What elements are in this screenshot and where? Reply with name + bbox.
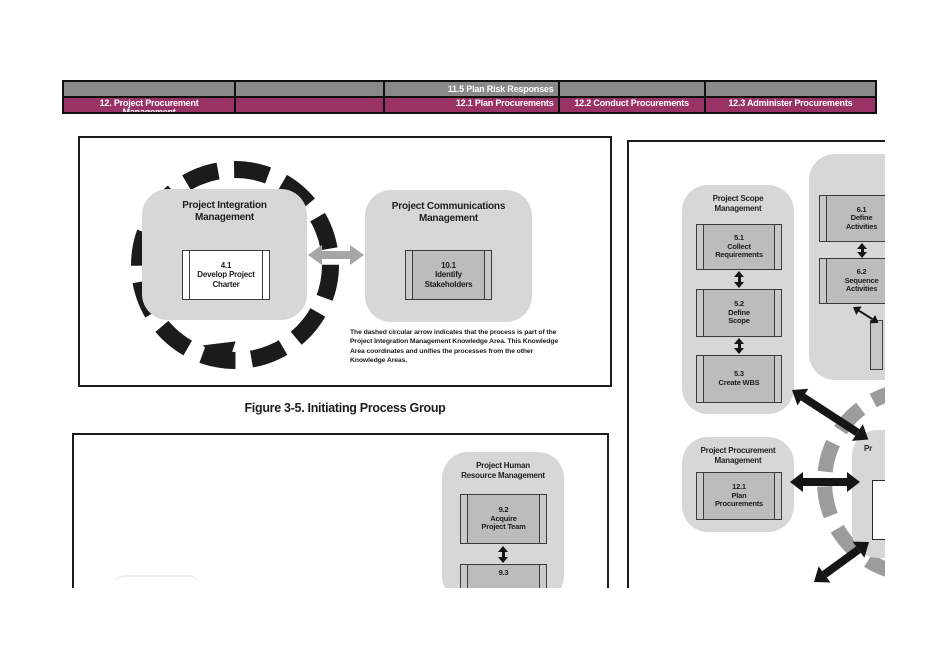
process-name-line: Acquire: [490, 513, 517, 523]
figure-planning-left-box: Project Human Resource Management 9.2 Ac…: [72, 433, 609, 588]
process-name-line: Define: [850, 213, 873, 223]
figure-initiating-box: Project Integration Management 4.1 Devel…: [78, 136, 612, 387]
process-box-10-1: 10.1 Identify Stakeholders: [405, 250, 492, 300]
process-number: 10.1: [441, 260, 456, 270]
group-title: Project Procurement Management: [682, 446, 794, 465]
table-row: 12. Project Procurement Management 12.1 …: [64, 96, 875, 112]
process-number: 6.1: [856, 204, 867, 214]
process-number: 5.3: [734, 369, 744, 379]
process-name-line: Stakeholders: [424, 279, 473, 289]
process-name-line: Sequence: [844, 275, 879, 285]
note-line: Knowledge Areas.: [350, 356, 408, 364]
double-arrow-vertical-icon: [734, 338, 744, 354]
note-line: Project Integration Management Knowledge…: [350, 338, 559, 346]
group-title-line: Project Scope: [712, 194, 764, 203]
table-cell: 11.5 Plan Risk Responses: [383, 82, 557, 96]
process-table: 11.5 Plan Risk Responses 12. Project Pro…: [62, 80, 877, 114]
integration-group: Project Integration Management 4.1 Devel…: [142, 189, 307, 320]
table-cell: [234, 82, 383, 96]
group-title-line: Project Procurement: [700, 446, 776, 455]
process-number: 9.3: [498, 568, 509, 577]
process-name-line: Project Team: [481, 522, 526, 532]
cropped-group-edge: [115, 575, 199, 588]
table-cell: 12.2 Conduct Procurements: [557, 98, 704, 112]
cropped-process-box: [870, 320, 883, 370]
double-arrow-icon: [308, 245, 364, 265]
process-name-line: Identify: [435, 270, 462, 280]
process-box-6-2: 6.2 Sequence Activities: [819, 258, 885, 304]
table-row: 11.5 Plan Risk Responses: [64, 82, 875, 96]
process-name-line: Activities: [845, 221, 878, 231]
process-name-line: Activities: [845, 284, 878, 294]
figure-caption: Figure 3-5. Initiating Process Group: [244, 401, 446, 415]
double-arrow-vertical-icon: [498, 546, 508, 563]
table-cell: [64, 82, 234, 96]
table-cell: 12.1 Plan Procurements: [383, 98, 557, 112]
group-title: Project Integration Management: [142, 200, 307, 224]
group-title-line: Resource Management: [461, 470, 545, 480]
process-box-6-1: 6.1 Define Activities: [819, 195, 885, 242]
cropped-central-process-box: [872, 480, 885, 540]
process-box-9-3: 9.3: [460, 564, 547, 588]
group-title-line: Management: [714, 455, 762, 465]
double-arrow-vertical-icon: [734, 271, 744, 288]
group-title-line: Project Human: [476, 461, 530, 470]
process-number: 9.2: [498, 505, 509, 515]
figure-planning-right-box: Project Scope Management 5.1 Collect Req…: [627, 140, 885, 588]
process-box-5-3: 5.3 Create WBS: [696, 355, 782, 403]
group-title: Project Scope Management: [682, 194, 794, 213]
double-arrow-horizontal-icon: [790, 472, 860, 492]
group-title: Project Human Resource Management: [442, 461, 564, 480]
table-cell: 12.3 Administer Procurements: [703, 98, 875, 112]
process-number: 4.1: [220, 260, 232, 270]
process-box-12-1: 12.1 Plan Procurements: [696, 472, 782, 520]
process-number: 6.2: [856, 267, 867, 277]
process-box-5-1: 5.1 Collect Requirements: [696, 224, 782, 270]
group-title-line: Management: [418, 213, 479, 224]
hr-group: Project Human Resource Management 9.2 Ac…: [442, 452, 564, 588]
process-box-5-2: 5.2 Define Scope: [696, 289, 782, 337]
process-box-4-1: 4.1 Develop Project Charter: [182, 250, 270, 300]
group-title-line: Management: [714, 203, 762, 213]
time-group: 6.1 Define Activities 6.2 Sequence Activ…: [809, 154, 885, 380]
group-title-partial: Pr: [864, 444, 873, 453]
note-line: Area coordinates and unifies the process…: [350, 347, 534, 355]
group-title-line: Project Integration: [182, 200, 267, 211]
process-name-line: Plan: [731, 490, 747, 500]
procurement-group: Project Procurement Management 12.1 Plan…: [682, 437, 794, 532]
process-name-line: Define: [728, 307, 750, 317]
table-cell: [234, 98, 383, 112]
process-name-line: Charter: [212, 279, 240, 289]
process-name-line: Create WBS: [718, 378, 760, 387]
process-box-9-2: 9.2 Acquire Project Team: [460, 494, 547, 544]
table-cell: [557, 82, 704, 96]
group-title-line: Management: [194, 212, 255, 223]
scope-group: Project Scope Management 5.1 Collect Req…: [682, 185, 794, 414]
process-name-line: Develop Project: [197, 270, 255, 280]
process-number: 5.2: [734, 299, 744, 309]
table-cell: [703, 82, 875, 96]
group-title: Project Communications Management: [365, 201, 532, 225]
communications-group: Project Communications Management 10.1 I…: [365, 190, 532, 322]
process-number: 5.1: [734, 233, 744, 243]
process-name-line: Requirements: [715, 250, 763, 260]
process-name-line: Procurements: [714, 499, 764, 509]
table-cell: 12. Project Procurement Management: [99, 98, 199, 112]
process-name-line: Collect: [727, 241, 751, 251]
process-name-line: Scope: [728, 316, 750, 326]
note-line: The dashed circular arrow indicates that…: [350, 329, 557, 336]
note-text: The dashed circular arrow indicates that…: [350, 328, 558, 365]
double-arrow-vertical-icon: [857, 243, 867, 258]
process-number: 12.1: [732, 482, 746, 492]
group-title-line: Project Communications: [391, 201, 506, 212]
